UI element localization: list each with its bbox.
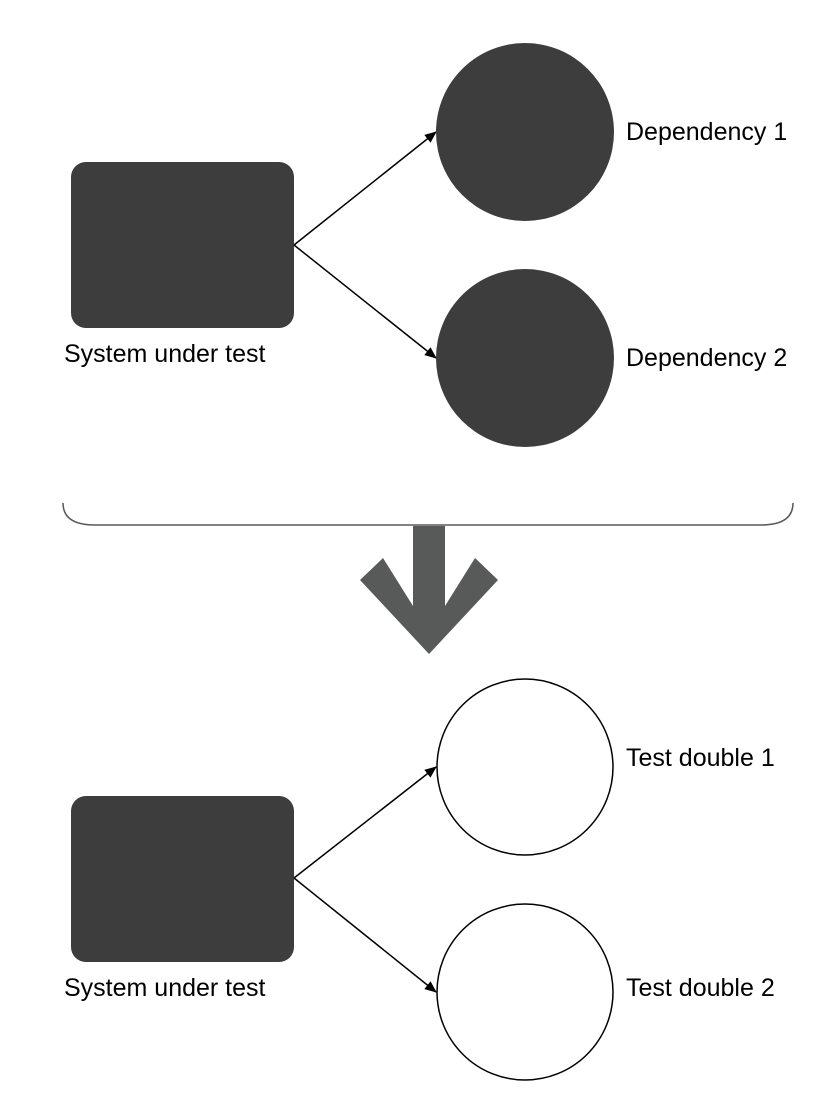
down-arrow-icon bbox=[360, 526, 498, 654]
dependency-2-circle bbox=[436, 269, 614, 447]
system-under-test-box bbox=[71, 162, 294, 328]
test-double-1-circle bbox=[436, 678, 614, 856]
test-double-2-circle bbox=[436, 903, 614, 1081]
test-double-2-label: Test double 2 bbox=[626, 974, 775, 1002]
top-scenario: System under test Dependency 1 Dependenc… bbox=[64, 43, 787, 447]
dependency-2-label: Dependency 2 bbox=[626, 344, 787, 372]
grouping-brace bbox=[62, 502, 794, 526]
system-under-test-box bbox=[71, 796, 294, 962]
system-under-test-label: System under test bbox=[64, 974, 266, 1002]
system-under-test-label: System under test bbox=[64, 340, 266, 368]
dependency-1-label: Dependency 1 bbox=[626, 118, 787, 146]
arrow-to-dependency-1 bbox=[293, 131, 437, 246]
arrow-to-test-double-1 bbox=[293, 766, 437, 879]
transition bbox=[62, 502, 794, 654]
bottom-scenario: System under test Test double 1 Test dou… bbox=[64, 678, 775, 1081]
dependency-1-circle bbox=[436, 43, 614, 221]
arrow-to-dependency-2 bbox=[293, 244, 437, 359]
arrow-to-test-double-2 bbox=[293, 877, 437, 993]
test-double-1-label: Test double 1 bbox=[626, 744, 775, 772]
